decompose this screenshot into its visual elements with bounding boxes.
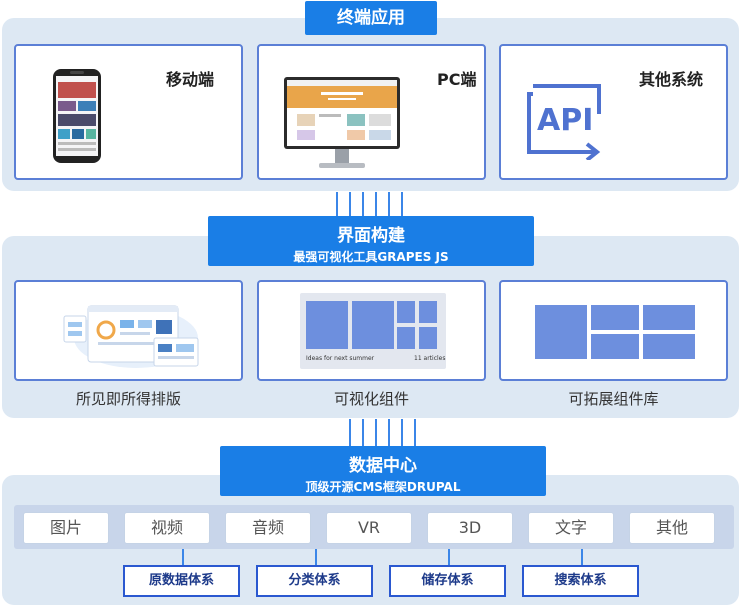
connector-line [401,192,403,216]
component-inner-left-text: Ideas for next summer [306,355,375,362]
image-placeholder-small [419,301,437,323]
component-library-caption: 可拓展组件库 [568,390,659,408]
component-inner-right-text: 11 articles [414,355,446,362]
pc-card: PC端 [257,44,486,180]
connector-line [581,549,583,565]
widget-block [591,334,639,359]
connector-line [315,549,317,565]
visual-components-caption: 可视化组件 [333,390,409,408]
connector-line [388,192,390,216]
media-type-video: 视频 [124,512,210,544]
connector-line [362,419,364,446]
media-type-other: 其他 [629,512,715,544]
mobile-card: 移动端 [14,44,243,180]
connector-line [375,419,377,446]
metadata-system-box: 原数据体系 [123,565,240,597]
terminal-header: 终端应用 [305,1,437,35]
api-icon: API [527,84,601,160]
connector-line [349,192,351,216]
media-type-audio: 音频 [225,512,311,544]
media-type-text: 文字 [528,512,614,544]
image-placeholder-large [306,301,348,349]
connector-line [362,192,364,216]
connector-line [182,549,184,565]
connector-line [336,192,338,216]
widget-block [643,305,695,330]
image-placeholder-small [419,327,437,349]
widget-block [591,305,639,330]
widget-block [643,334,695,359]
terminal-title: 终端应用 [337,8,405,28]
layout-editor-card [14,280,243,381]
search-system-box: 搜索体系 [522,565,639,597]
data-center-header: 数据中心 顶级开源CMS框架DRUPAL [220,446,546,496]
interface-title: 界面构建 [337,226,405,246]
other-systems-card-title: 其他系统 [639,70,704,89]
data-center-title: 数据中心 [349,456,417,476]
connector-line [375,192,377,216]
media-type-3d: 3D [427,512,513,544]
media-type-image: 图片 [23,512,109,544]
visual-components-illustration: Ideas for next summer 11 articles [300,293,446,369]
image-placeholder-small [397,301,415,323]
connector-line [414,419,416,446]
other-systems-card: API 其他系统 [499,44,728,180]
image-placeholder-small [397,327,415,349]
interface-header: 界面构建 最强可视化工具GRAPES JS [208,216,534,266]
visual-components-card: Ideas for next summer 11 articles [257,280,486,381]
layout-editor-caption: 所见即所得排版 [75,390,181,408]
media-type-vr: VR [326,512,412,544]
desktop-monitor-icon [284,77,400,168]
interface-subtitle: 最强可视化工具GRAPES JS [293,250,449,264]
image-placeholder-large [352,301,394,349]
layout-editor-illustration [63,305,199,368]
widget-block-large [535,305,587,359]
mobile-card-title: 移动端 [166,70,215,89]
storage-system-box: 储存体系 [389,565,506,597]
svg-text:API: API [537,103,593,138]
connector-line [448,549,450,565]
connector-line [388,419,390,446]
connector-line [349,419,351,446]
data-center-subtitle: 顶级开源CMS框架DRUPAL [305,480,461,494]
connector-line [401,419,403,446]
classification-system-box: 分类体系 [256,565,373,597]
pc-card-title: PC端 [437,70,477,89]
component-library-card [499,280,728,381]
component-library-illustration [535,305,695,359]
mobile-phone-icon [53,69,101,163]
